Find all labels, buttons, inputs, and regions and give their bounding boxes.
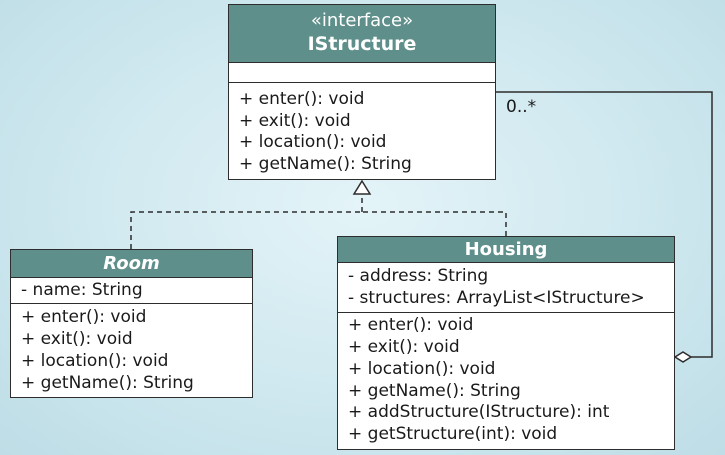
- operation: + exit(): void: [239, 110, 351, 131]
- attribute: - structures: ArrayList<IStructure>: [348, 287, 645, 308]
- operation: + enter(): void: [21, 307, 147, 327]
- operations-section: + enter(): void + exit(): void + locatio…: [338, 313, 674, 447]
- operation: + exit(): void: [348, 337, 460, 358]
- aggregation-line: [496, 91, 713, 358]
- operation: + enter(): void: [239, 89, 365, 109]
- operation: + addStructure(IStructure): int: [348, 402, 610, 423]
- attribute: - name: String: [21, 280, 143, 300]
- class-header: «interface» IStructure: [229, 5, 495, 63]
- operation: + getName(): String: [21, 373, 194, 393]
- class-istructure: «interface» IStructure + enter(): void +…: [228, 4, 496, 180]
- operation: + getName(): String: [348, 380, 521, 401]
- class-name: Housing: [338, 237, 674, 263]
- operations-section: + enter(): void + exit(): void + locatio…: [11, 304, 252, 396]
- class-name: Room: [11, 250, 252, 278]
- operation: + location(): void: [21, 351, 169, 371]
- operation: + location(): void: [348, 358, 496, 379]
- operation: + getStructure(int): void: [348, 423, 558, 444]
- class-room: Room - name: String + enter(): void + ex…: [10, 249, 253, 398]
- aggregation-diamond: [673, 351, 693, 363]
- operations-section: + enter(): void + exit(): void + locatio…: [229, 83, 495, 177]
- realization-line-housing: [362, 211, 507, 236]
- operation: + exit(): void: [21, 329, 133, 349]
- attributes-section: [229, 63, 495, 83]
- operation: + getName(): String: [239, 153, 412, 174]
- realization-line-room: [130, 211, 362, 249]
- class-name: IStructure: [307, 33, 417, 55]
- class-housing: Housing - address: String - structures: …: [337, 236, 675, 450]
- operation: + location(): void: [239, 132, 387, 152]
- attributes-section: - address: String - structures: ArrayLis…: [338, 263, 674, 314]
- attribute: - address: String: [348, 266, 489, 286]
- multiplicity-label: 0..*: [506, 97, 537, 117]
- operation: + enter(): void: [348, 315, 474, 336]
- stereotype-label: «interface»: [310, 10, 414, 31]
- realization-arrowhead: [352, 179, 372, 195]
- attributes-section: - name: String: [11, 278, 252, 304]
